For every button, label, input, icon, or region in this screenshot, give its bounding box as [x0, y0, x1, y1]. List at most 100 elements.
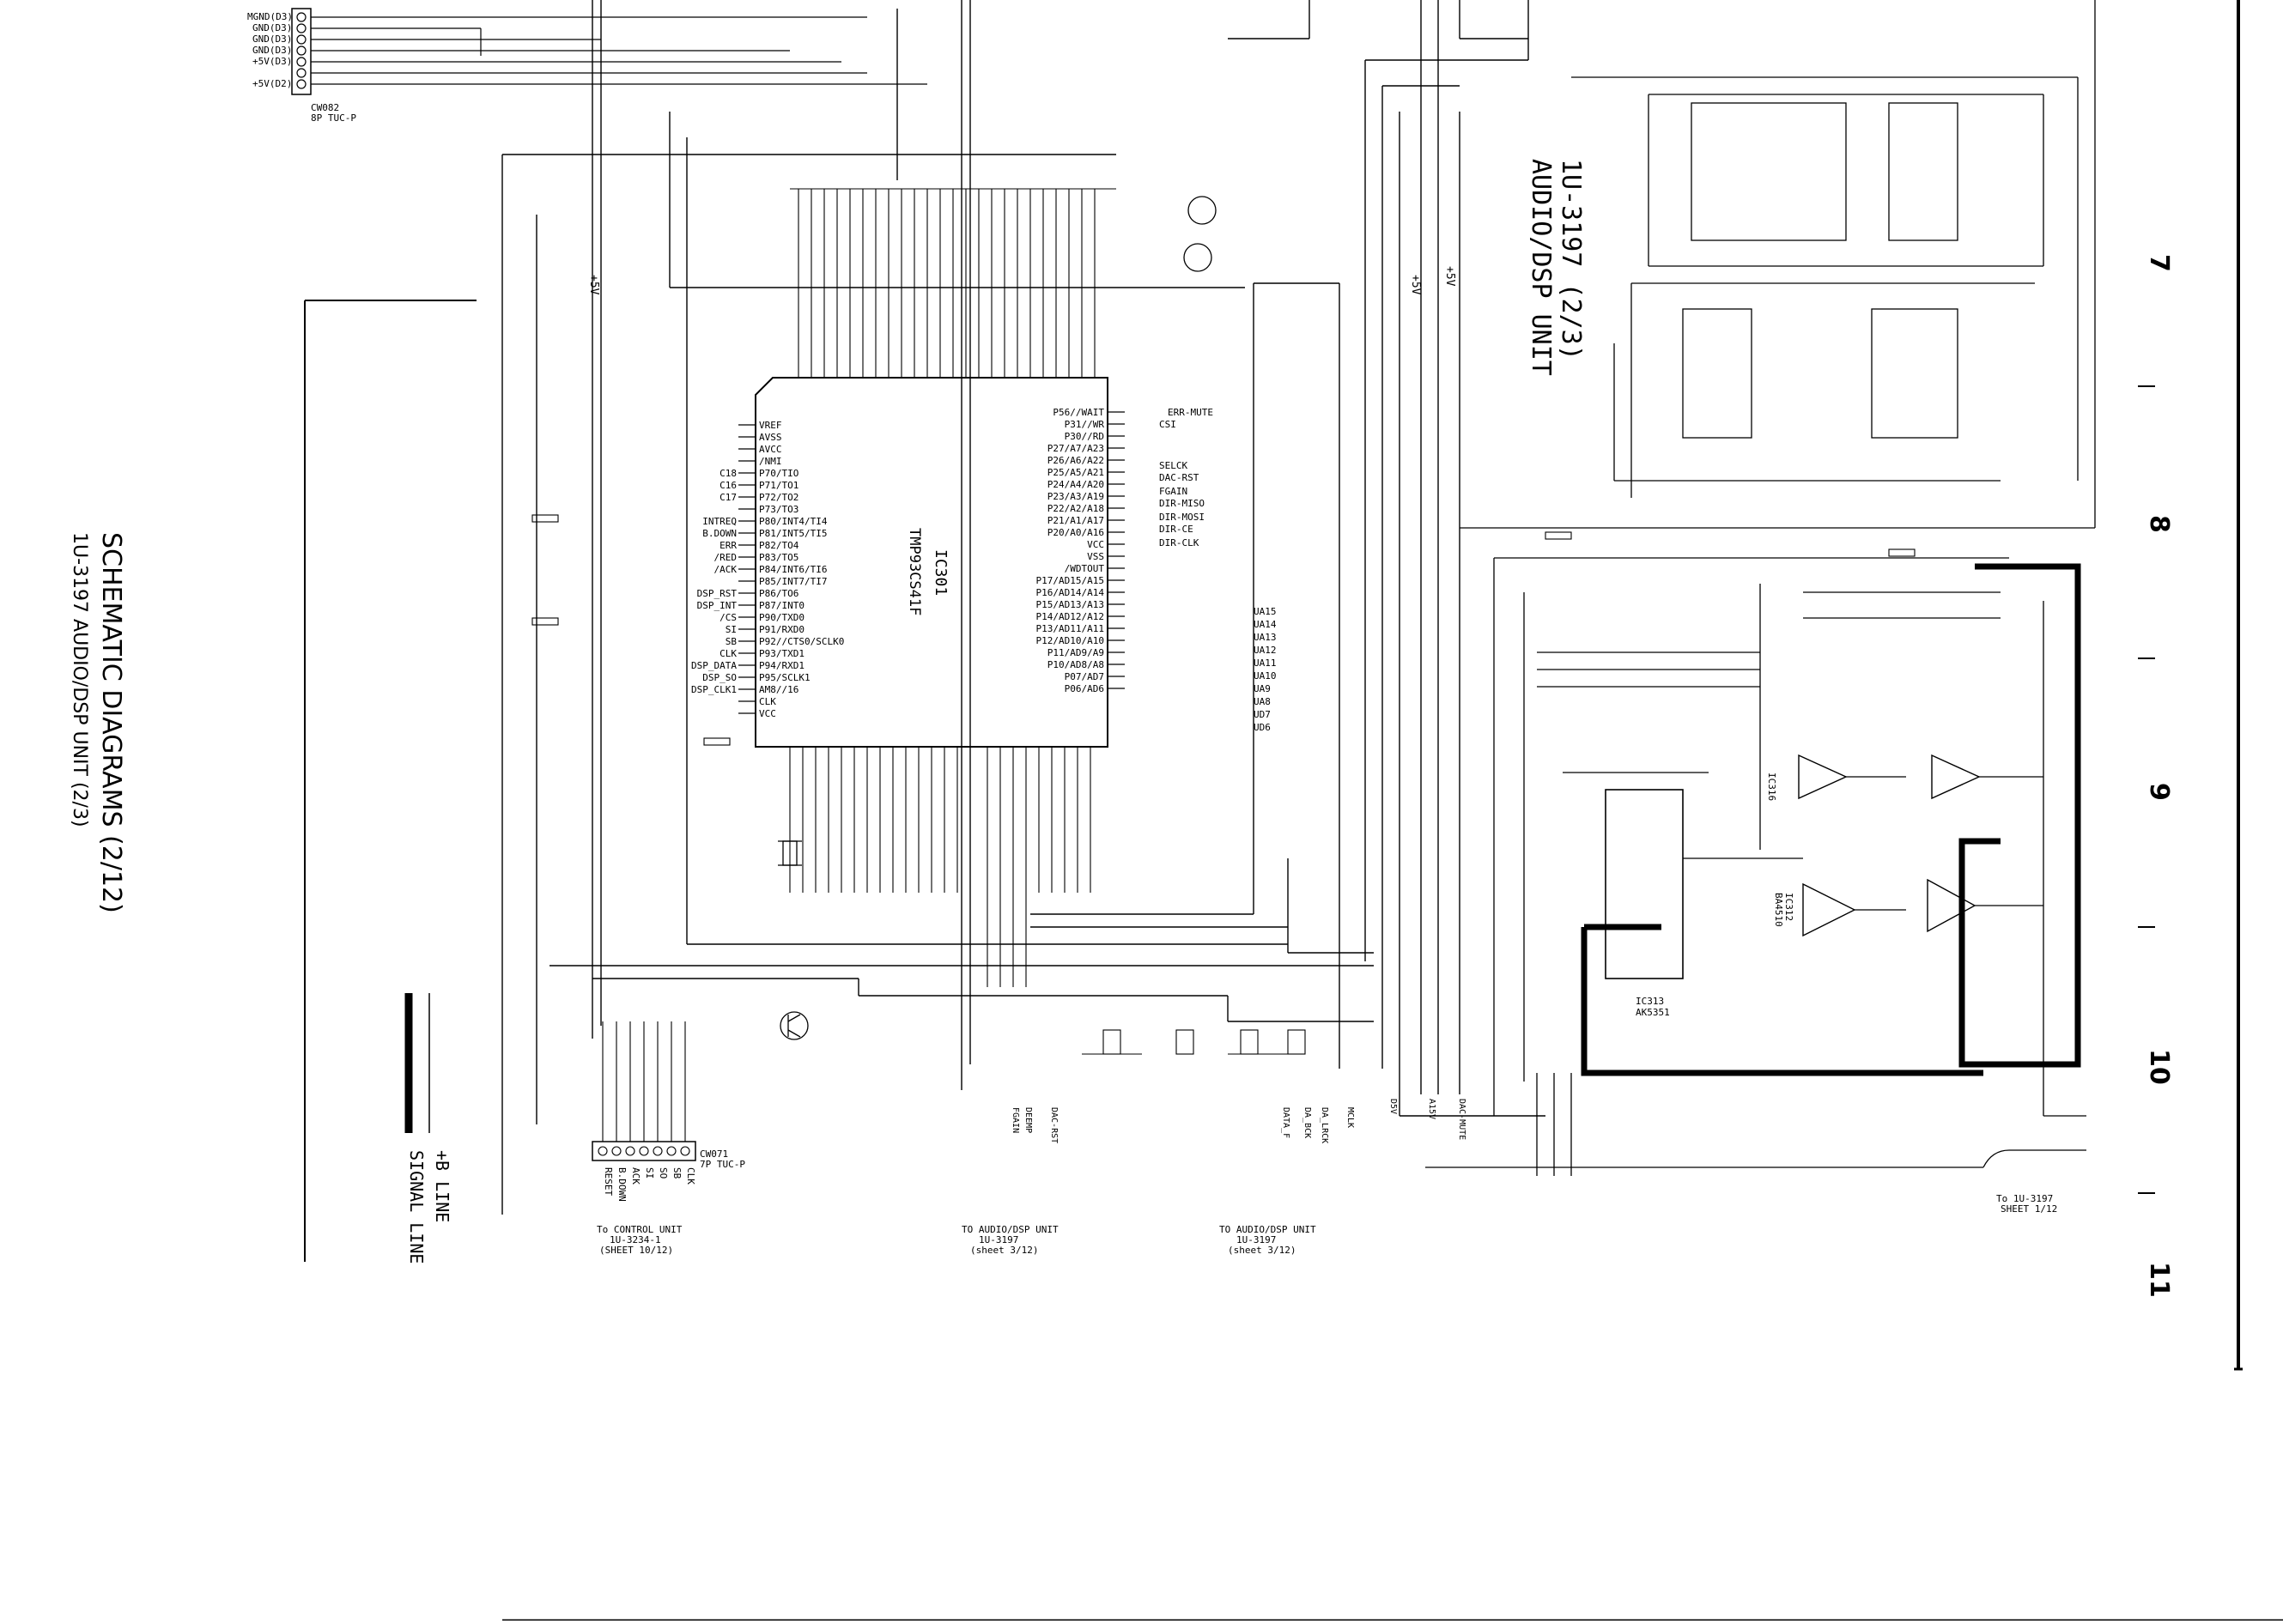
ic301-pin-right: P30//RD	[1065, 431, 1104, 442]
unit-label: 1U-3197 (2/3) AUDIO/DSP UNIT	[1526, 159, 1586, 376]
unit-label-line2: AUDIO/DSP UNIT	[1526, 159, 1556, 376]
zone-number: 10	[2144, 1049, 2174, 1085]
ic301-net-left: DSP_RST	[697, 588, 738, 599]
net-label: DA_LRCK	[1320, 1107, 1329, 1143]
legend: +B LINE SIGNAL LINE	[404, 993, 452, 1263]
ic301-net-right: DIR-MOSI	[1159, 512, 1205, 523]
ic301-pin-left: P73/TO3	[759, 504, 798, 515]
ic301-pin-left: P87/INT0	[759, 600, 805, 611]
svg-text:TO AUDIO/DSP UNIT: TO AUDIO/DSP UNIT	[962, 1224, 1059, 1235]
connector-cw071: RESET B.DOWN ACK SI SO SB CLK CW071 7P T…	[592, 1021, 745, 1202]
ref-sheet-1: To 1U-3197 SHEET 1/12	[1996, 1193, 2057, 1215]
ic301-pin-right: P27/A7/A23	[1047, 443, 1104, 454]
opamps	[1798, 754, 1981, 937]
wiring-right	[1425, 557, 2086, 1176]
ic301-pin-left: VCC	[759, 708, 776, 719]
ic301-pin-right: P20/A0/A16	[1047, 527, 1104, 538]
svg-text:(sheet 3/12): (sheet 3/12)	[1228, 1245, 1296, 1256]
cw082-pin: GND(D3)	[252, 22, 292, 33]
ic301-pin-right: P14/AD12/A12	[1036, 611, 1104, 622]
rail-label: +5V	[1443, 266, 1456, 287]
bottom-net-labels: D5V A15V DAC-MUTE FGAIN DEEMP DAC-RST MC…	[1011, 1099, 1466, 1143]
legend-signal-line: SIGNAL LINE	[406, 1150, 427, 1263]
ic301-bus: UA13	[1254, 632, 1277, 643]
ic301-net-left: SB	[726, 636, 738, 647]
ic301-net-left: DSP_DATA	[691, 660, 737, 671]
zone-number: 11	[2144, 1262, 2174, 1298]
ic301-bus: UA12	[1254, 645, 1277, 656]
ic301-pin-right: P24/A4/A20	[1047, 479, 1104, 490]
ic301-pin-left: P70/TIO	[759, 468, 798, 479]
net-label: DAC-RST	[1049, 1107, 1059, 1143]
net-label: DAC-MUTE	[1457, 1099, 1466, 1140]
legend-b-line: +B LINE	[432, 1150, 452, 1222]
ic301-bus: UD6	[1254, 722, 1271, 733]
ic301-net-left: /ACK	[714, 564, 738, 575]
ic301-net-left: DSP_SO	[702, 672, 737, 683]
ic301-net-left: C16	[720, 480, 737, 491]
net-label: DEEMP	[1023, 1107, 1033, 1133]
ic301-bus: UA9	[1254, 683, 1271, 694]
rail-label: +5V	[1409, 275, 1422, 295]
transistor-q	[780, 196, 1217, 1040]
ic301-pin-right: P10/AD8/A8	[1047, 659, 1104, 670]
passive-components	[531, 514, 1916, 1055]
ref-control-unit: To CONTROL UNIT 1U-3234-1 (SHEET 10/12)	[597, 1224, 683, 1256]
cw082-pin: GND(D3)	[252, 33, 292, 45]
ic301-pin-left: P81/INT5/TI5	[759, 528, 827, 539]
ic301-net-right: CSI	[1159, 419, 1176, 430]
ic301-pin-right: P13/AD11/A11	[1036, 623, 1104, 634]
ic301-net-right: DAC-RST	[1159, 472, 1199, 483]
cw082-pin: GND(D3)	[252, 45, 292, 56]
ic301-pin-left: P92//CTS0/SCLK0	[759, 636, 844, 647]
ic301-pin-left: AM8//16	[759, 684, 798, 695]
ic301-bus: UD7	[1254, 709, 1271, 720]
svg-text:1U-3234-1: 1U-3234-1	[610, 1234, 661, 1245]
signal-line-path	[1581, 563, 2081, 1076]
cw082-pin: +5V(D2)	[252, 78, 292, 89]
ic301-net-left: INTREQ	[702, 516, 737, 527]
zone-number: 7	[2144, 254, 2174, 272]
zone-number: 9	[2144, 783, 2174, 801]
net-label: DATA_F	[1281, 1107, 1290, 1138]
rail-label: +5V	[587, 275, 600, 295]
cw071-pin: SO	[658, 1167, 669, 1179]
svg-text:(sheet 3/12): (sheet 3/12)	[970, 1245, 1038, 1256]
reference-notes: To CONTROL UNIT 1U-3234-1 (SHEET 10/12) …	[597, 1193, 2057, 1256]
ic301-net-right: DIR-CE	[1159, 524, 1193, 535]
ic301-pin-left: P90/TXD0	[759, 612, 805, 623]
ic301: IC301 TMP93CS41F	[691, 377, 1277, 748]
ic301-pin-left: AVSS	[759, 432, 782, 443]
svg-text:1U-3197: 1U-3197	[1236, 1234, 1276, 1245]
ic313-ref: IC313	[1636, 996, 1664, 1007]
cw082-ref: CW082	[311, 102, 339, 113]
ic301-net-right: DIR-CLK	[1159, 537, 1199, 548]
ic301-net-left: /RED	[714, 552, 738, 563]
ic301-pin-right: P22/A2/A18	[1047, 503, 1104, 514]
ic313-adc: IC313 AK5351	[1605, 789, 1684, 1018]
ic301-pin-left: /NMI	[759, 456, 782, 467]
ic301-bus: UA15	[1254, 606, 1277, 617]
ic301-pin-left: P85/INT7/TI7	[759, 576, 827, 587]
ic301-bus: UA8	[1254, 696, 1271, 707]
svg-text:To 1U-3197: To 1U-3197	[1996, 1193, 2053, 1204]
svg-text:To CONTROL UNIT: To CONTROL UNIT	[597, 1224, 683, 1235]
unit-label-line1: 1U-3197 (2/3)	[1556, 159, 1586, 361]
ic301-pin-right: P17/AD15/A15	[1036, 575, 1104, 586]
net-label: MCLK	[1345, 1107, 1355, 1128]
ic301-pin-right: P56//WAIT	[1053, 407, 1104, 418]
ic301-pin-left: P91/RXD0	[759, 624, 805, 635]
ref-audio-dsp-unit-a: TO AUDIO/DSP UNIT 1U-3197 (sheet 3/12)	[962, 1224, 1059, 1256]
ic301-pin-left: P80/INT4/TI4	[759, 516, 828, 527]
ic301-pin-right: P06/AD6	[1065, 683, 1104, 694]
cw071-pin: RESET	[603, 1167, 614, 1196]
net-label: FGAIN	[1011, 1107, 1020, 1133]
ic312-part: BA4510	[1773, 893, 1784, 927]
ic301-pin-left: AVCC	[759, 444, 782, 455]
cw082-type: 8P TUC-P	[311, 112, 356, 124]
ic312-ref: IC312	[1783, 893, 1794, 921]
ic301-pin-right: P26/A6/A22	[1047, 455, 1104, 466]
cw082-pin: +5V(D3)	[252, 56, 292, 67]
